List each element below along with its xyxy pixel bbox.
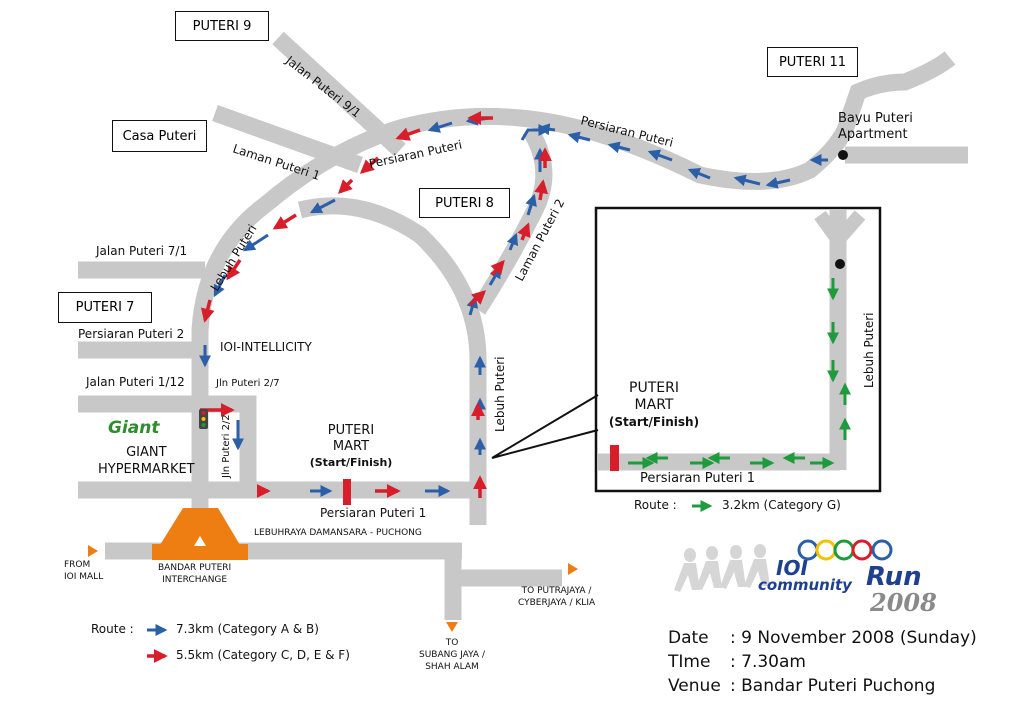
logo-run: Run: [866, 562, 922, 592]
olympic-rings-icon: [797, 539, 893, 561]
label-persiaran-puteri-2: Persiaran Puteri 2: [78, 327, 185, 341]
label-persiaran-puteri-1: Persiaran Puteri 1: [320, 506, 427, 520]
legend-blue-text: 7.3km (Category A & B): [176, 622, 319, 636]
road-persiaran-puteri-main: [191, 51, 956, 425]
green-route: [628, 278, 851, 469]
runners-logo-icon: [674, 544, 770, 592]
label-lebuhraya: LEBUHRAYA DAMANSARA - PUCHONG: [254, 528, 422, 538]
logo-community: community: [758, 576, 852, 594]
label-jln-puteri-2-7: Jln Puteri 2/7: [216, 378, 280, 389]
roads: [78, 31, 968, 620]
label-lebuh-puteri-mid: Lebuh Puteri: [493, 357, 507, 433]
road-jln-puteri-2-7: [200, 395, 257, 490]
legend-red-text: 5.5km (Category C, D, E & F): [176, 648, 350, 662]
place-to-subang: TO SUBANG JAYA / SHAH ALAM: [418, 638, 485, 672]
event-time: TIme: 7.30am: [668, 652, 806, 672]
logo-year: 2008: [870, 588, 937, 617]
zone-puteri-8: PUTERI 8: [419, 188, 510, 218]
zone-casa-puteri: Casa Puteri: [112, 120, 207, 152]
place-giant-hypermarket: GIANT HYPERMARKET: [98, 445, 195, 477]
event-venue: Venue: Bandar Puteri Puchong: [668, 676, 936, 696]
place-ioi-intellicity: IOI-INTELLICITY: [220, 340, 312, 354]
interchange-wedge: [160, 508, 240, 545]
zone-puteri-7: PUTERI 7: [58, 292, 152, 323]
place-bandar-puteri-interchange: BANDAR PUTERI INTERCHANGE: [158, 563, 232, 585]
place-bayu-puteri: Bayu Puteri Apartment: [838, 111, 913, 142]
red-route: [200, 111, 552, 498]
place-puteri-mart: PUTERI MART (Start/Finish): [309, 423, 393, 469]
start-finish-marker: [343, 479, 351, 505]
inset-puteri-mart: PUTERI MART (Start/Finish): [608, 380, 700, 429]
legend-route-label: Route :: [91, 622, 134, 636]
label-jln-puteri-2-2: Jln Puteri 2/2: [221, 414, 232, 479]
road-puteri-8-loop: [297, 197, 487, 525]
label-persiaran-puteri-1-inset: Persiaran Puteri 1: [640, 471, 756, 486]
inset-start-finish-marker: [610, 445, 619, 471]
from-arrow-icon: [88, 545, 98, 557]
road-laman-puteri-2: [470, 125, 553, 315]
inset-box: [594, 206, 882, 493]
callout-pointer: [491, 394, 599, 459]
zone-puteri-11: PUTERI 11: [767, 47, 858, 77]
to-putrajaya-arrow-icon: [568, 563, 578, 575]
to-subang-arrow-icon: [446, 622, 458, 632]
legend-green-route-label: Route :: [634, 498, 677, 512]
inset-start-dot: [835, 259, 845, 269]
logo-ioi: IOI: [776, 556, 808, 580]
event-date: Date: 9 November 2008 (Sunday): [668, 628, 977, 648]
bayu-puteri-dot: [838, 150, 848, 160]
zone-puteri-9: PUTERI 9: [175, 11, 269, 41]
place-to-putrajaya: TO PUTRAJAYA / CYBERJAYA / KLIA: [518, 586, 596, 608]
label-jalan-puteri-7-1: Jalan Puteri 7/1: [96, 244, 188, 258]
giant-logo: Giant: [108, 418, 160, 438]
label-jalan-puteri-9-1: Jalan Puteri 9/1: [282, 53, 363, 121]
place-from-ioi-mall: FROM IOI MALL: [64, 560, 104, 582]
interchange-arrow-icon: [194, 536, 206, 546]
label-jalan-puteri-1-12: Jalan Puteri 1/12: [86, 375, 185, 389]
label-lebuh-puteri-inset: Lebuh Puteri: [862, 313, 876, 389]
legend-green-text: 3.2km (Category G): [722, 498, 841, 512]
